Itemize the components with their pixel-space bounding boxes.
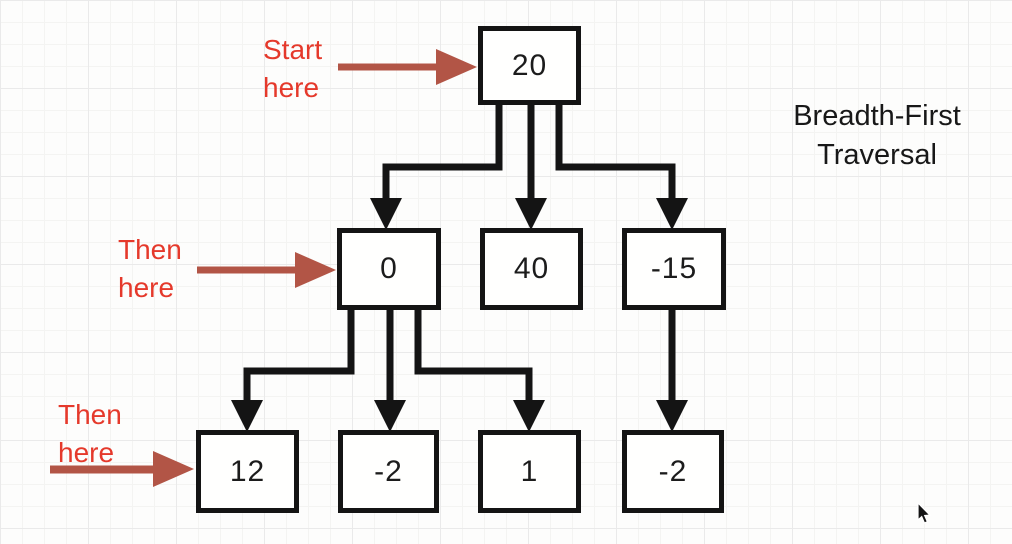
- arrowhead-icon: [656, 400, 688, 432]
- tree-connectors: [243, 102, 676, 403]
- arrowhead-icon: [513, 400, 545, 432]
- connector-0-to-12: [243, 305, 355, 403]
- connector-20-to--15: [555, 102, 676, 201]
- arrowhead-icon: [515, 198, 547, 230]
- tree-node[interactable]: 12: [196, 430, 299, 513]
- mouse-cursor: [917, 501, 932, 524]
- arrowhead-icon: [370, 198, 402, 230]
- connector-0-to-1: [414, 305, 533, 403]
- annotation-start-here: Start here: [263, 34, 323, 103]
- diagram-title: Breadth-First Traversal: [793, 100, 961, 171]
- then-here-arrow-icon: [50, 451, 194, 487]
- annotation-then-here-1: Then here: [118, 234, 182, 303]
- tree-arrowheads: [231, 198, 688, 432]
- tree-node[interactable]: 40: [480, 228, 583, 310]
- connector-20-to-0: [382, 102, 503, 201]
- arrowhead-icon: [374, 400, 406, 432]
- then-here-arrow-icon: [197, 252, 336, 288]
- tree-node[interactable]: -15: [622, 228, 726, 310]
- tree-node[interactable]: 0: [337, 228, 441, 310]
- tree-node[interactable]: -2: [622, 430, 724, 513]
- tree-node[interactable]: -2: [338, 430, 439, 513]
- annotation-arrows: [50, 49, 477, 487]
- tree-node[interactable]: 1: [478, 430, 581, 513]
- tree-node-root[interactable]: 20: [478, 26, 581, 105]
- start-here-arrow-icon: [338, 49, 477, 85]
- arrowhead-icon: [656, 198, 688, 230]
- annotation-then-here-2: Then here: [58, 399, 122, 468]
- arrowhead-icon: [231, 400, 263, 432]
